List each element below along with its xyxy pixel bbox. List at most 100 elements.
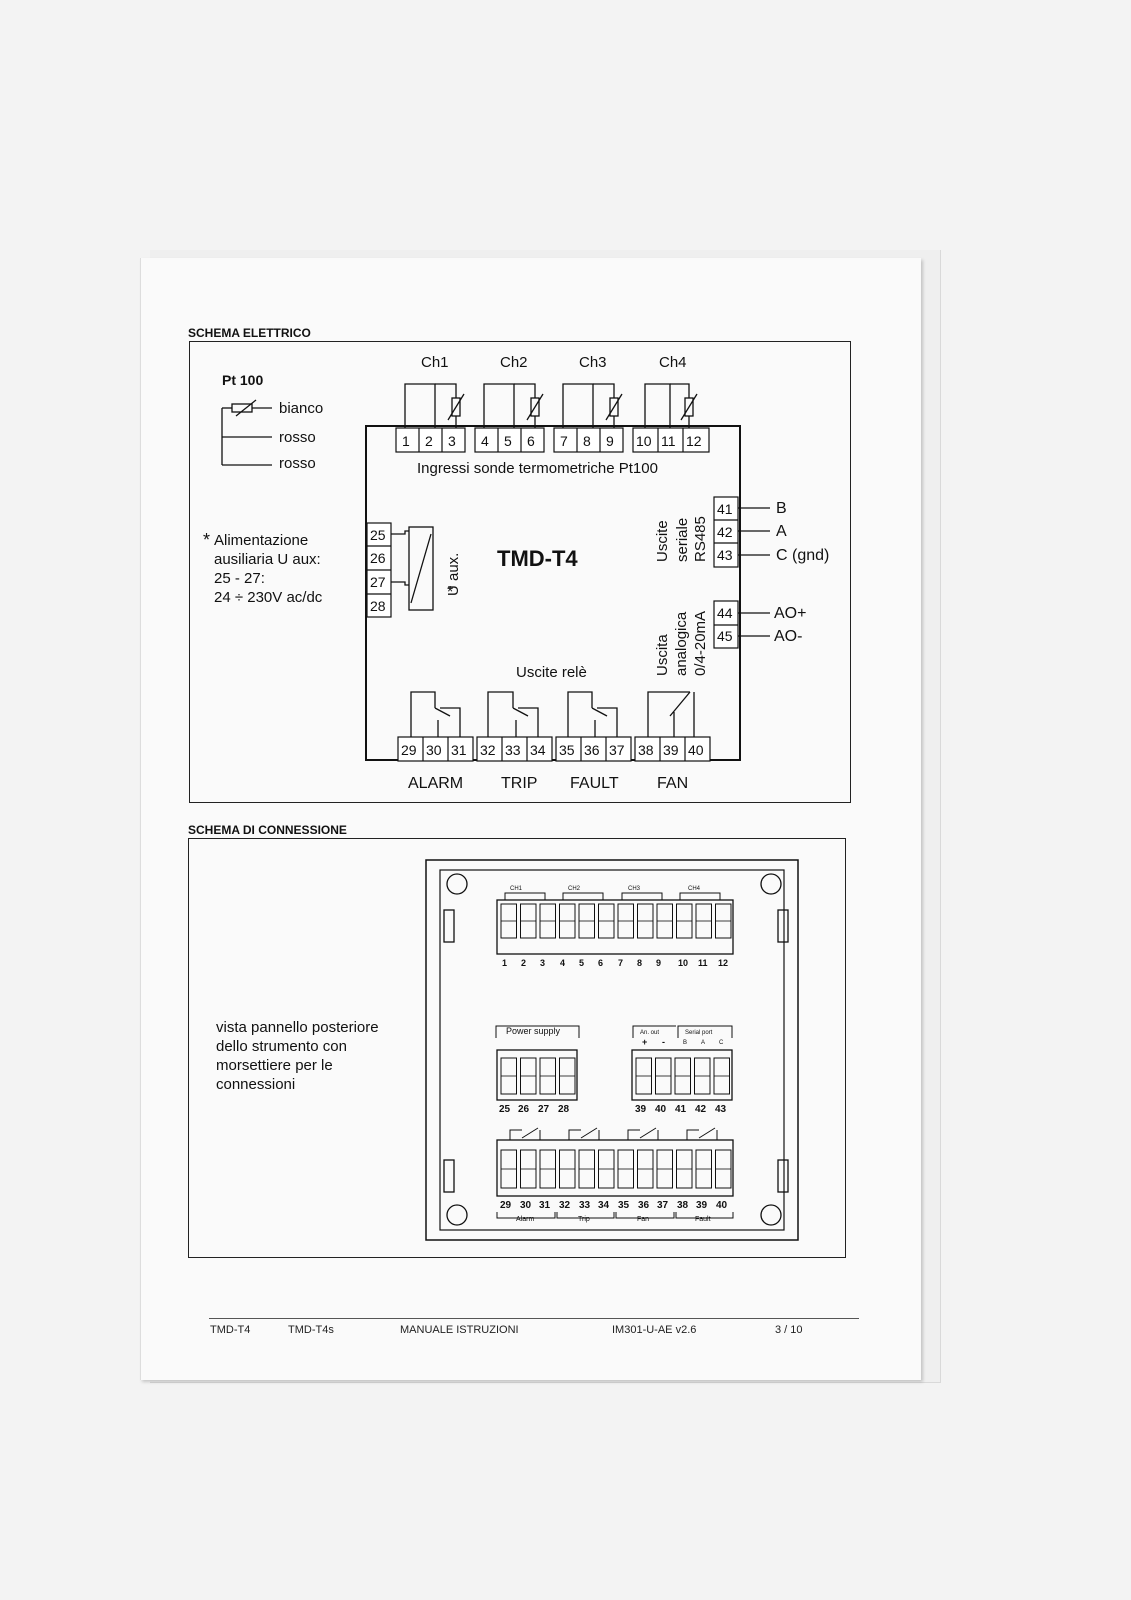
input-terminal-boxes	[395, 427, 710, 453]
panel-relay-terminal-34: 34	[598, 1200, 610, 1211]
input-terminal-7: 7	[560, 433, 568, 449]
serial-port-a: A	[701, 1040, 705, 1046]
panel-relay-terminal-32: 32	[559, 1200, 571, 1211]
panel-relay-icon	[509, 1127, 541, 1140]
pt100-wire-1: bianco	[279, 400, 323, 417]
panel-relay-symbols	[509, 1127, 718, 1140]
probe-ch3-icon	[562, 383, 623, 428]
pt100-wire-2: rosso	[279, 429, 316, 446]
connection-description-line-2: dello strumento con	[216, 1038, 347, 1055]
relay-terminal-boxes	[397, 736, 711, 762]
relay-group-fault: Fault	[695, 1216, 711, 1223]
input-terminal-5: 5	[504, 433, 512, 449]
serial-terminal-42: 42	[717, 524, 733, 540]
aux-terminal-25: 25	[370, 527, 386, 543]
signal-terminal-block	[631, 1049, 733, 1101]
mounting-hole-icon	[760, 873, 782, 895]
side-clip-icon	[777, 909, 789, 943]
inputs-caption: Ingressi sonde termometriche Pt100	[417, 460, 658, 477]
serial-label-line-1: Uscite	[654, 520, 671, 562]
power-terminal-25: 25	[499, 1104, 511, 1115]
mounting-holes	[443, 873, 789, 1226]
input-terminal-1: 1	[402, 433, 410, 449]
panel-terminal-2: 2	[521, 958, 526, 968]
rear-panel-outer	[425, 859, 799, 1241]
panel-relay-icon	[627, 1127, 659, 1140]
panel-relay-icon	[686, 1127, 718, 1140]
relay-terminal-29: 29	[401, 742, 417, 758]
panel-relay-icon	[568, 1127, 600, 1140]
power-terminal-27: 27	[538, 1104, 550, 1115]
power-supply-icon	[391, 526, 434, 611]
panel-terminal-9: 9	[656, 958, 661, 968]
channel-label-2: Ch2	[500, 354, 528, 371]
aux-terminal-boxes	[366, 522, 392, 618]
aux-label-star: *	[447, 584, 453, 601]
relay-terminal-39: 39	[663, 742, 679, 758]
input-terminal-9: 9	[606, 433, 614, 449]
section-title-connection: SCHEMA DI CONNESSIONE	[188, 823, 347, 837]
aux-terminal-26: 26	[370, 550, 386, 566]
relay-group-brackets	[496, 1212, 734, 1219]
footer-page-number: 3 / 10	[775, 1324, 803, 1336]
analog-terminal-45: 45	[717, 628, 733, 644]
analog-label-line-1: Uscita	[654, 634, 671, 676]
power-terminal-26: 26	[518, 1104, 530, 1115]
relay-terminal-35: 35	[559, 742, 575, 758]
relay-terminal-34: 34	[530, 742, 546, 758]
input-terminal-8: 8	[583, 433, 591, 449]
panel-ch1-label: CH1	[510, 886, 523, 892]
panel-ch2-label: CH2	[568, 886, 581, 892]
aux-terminal-27: 27	[370, 574, 386, 590]
panel-relay-terminal-36: 36	[638, 1200, 650, 1211]
pt100-wire-3: rosso	[279, 455, 316, 472]
pt100-wiring	[221, 399, 272, 466]
panel-ch4-label: CH4	[688, 886, 701, 892]
aux-note-star: *	[203, 530, 210, 550]
aux-note-line-4: 24 ÷ 230V ac/dc	[214, 589, 323, 606]
panel-terminal-5: 5	[579, 958, 584, 968]
connection-description: vista pannello posteriore dello strument…	[216, 1018, 416, 1094]
relay-terminal-38: 38	[638, 742, 654, 758]
aux-note-line-2: ausiliaria U aux:	[214, 551, 321, 568]
power-terminal-28: 28	[558, 1104, 570, 1115]
serial-signal-wires	[738, 507, 770, 556]
channel-label-1: Ch1	[421, 354, 449, 371]
relay-terminal-37: 37	[609, 742, 625, 758]
panel-relay-terminal-30: 30	[520, 1200, 532, 1211]
side-clip-icon	[443, 909, 455, 943]
panel-terminal-11: 11	[698, 958, 708, 968]
analog-label-line-2: analogica	[673, 611, 690, 676]
an-out-label: An. out	[640, 1030, 659, 1036]
probe-ch4-icon	[644, 383, 698, 428]
aux-note-line-3: 25 - 27:	[214, 570, 265, 587]
relay-terminal-cells	[500, 1149, 732, 1189]
power-bracket	[495, 1025, 580, 1038]
serial-port-c: C	[719, 1040, 724, 1046]
device-body	[365, 425, 741, 761]
probe-ch1-icon	[404, 383, 465, 428]
panel-terminal-6: 6	[598, 958, 603, 968]
an-out-minus: -	[662, 1037, 665, 1047]
panel-relay-terminal-40: 40	[716, 1200, 728, 1211]
serial-port-label: Serial port	[685, 1030, 713, 1036]
serial-terminal-41: 41	[717, 501, 733, 517]
connection-description-line-1: vista pannello posteriore	[216, 1019, 379, 1036]
relay-group-fan: Fan	[637, 1216, 649, 1223]
mounting-hole-icon	[446, 873, 468, 895]
side-clip-icon	[777, 1159, 789, 1193]
electric-diagram-frame	[189, 341, 851, 803]
an-out-bracket	[632, 1025, 676, 1038]
input-terminal-4: 4	[481, 433, 489, 449]
power-terminal-cells	[500, 1057, 576, 1095]
input-terminal-10: 10	[636, 433, 652, 449]
relay-terminal-32: 32	[480, 742, 496, 758]
relay-group-alarm: Alarm	[516, 1216, 534, 1223]
analog-terminal-44: 44	[717, 605, 733, 621]
input-terminal-2: 2	[425, 433, 433, 449]
analog-label-line-3: 0/4-20mA	[692, 611, 709, 676]
relay-terminal-36: 36	[584, 742, 600, 758]
serial-terminal-43: 43	[717, 547, 733, 563]
relay-terminal-33: 33	[505, 742, 521, 758]
panel-relay-terminal-33: 33	[579, 1200, 591, 1211]
